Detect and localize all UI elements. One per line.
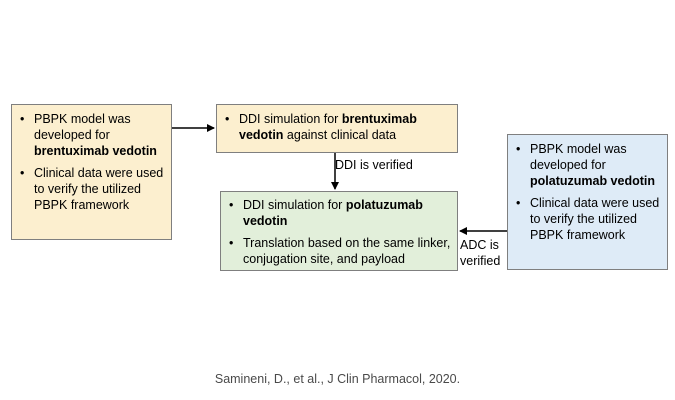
brentuximab-pbpk-box: PBPK model was developed for brentuximab…: [11, 104, 172, 240]
bullet: PBPK model was developed for polatuzumab…: [510, 141, 663, 189]
citation: Samineni, D., et al., J Clin Pharmacol, …: [214, 372, 461, 386]
bullet: Clinical data were used to verify the ut…: [510, 195, 663, 243]
polatuzumab-pbpk-box: PBPK model was developed for polatuzumab…: [507, 134, 668, 270]
bullet: PBPK model was developed for brentuximab…: [14, 111, 167, 159]
bullet: DDI simulation for polatuzumab vedotin: [223, 197, 453, 229]
bullet: DDI simulation for brentuximab vedotin a…: [219, 111, 453, 143]
bullet: Translation based on the same linker, co…: [223, 235, 453, 267]
polatuzumab-ddi-box: DDI simulation for polatuzumab vedotin T…: [220, 191, 458, 271]
bullet: Clinical data were used to verify the ut…: [14, 165, 167, 213]
ddi-verified-label: DDI is verified: [335, 158, 413, 172]
brentuximab-ddi-box: DDI simulation for brentuximab vedotin a…: [216, 104, 458, 153]
adc-verified-label: ADC is verified: [460, 238, 501, 268]
